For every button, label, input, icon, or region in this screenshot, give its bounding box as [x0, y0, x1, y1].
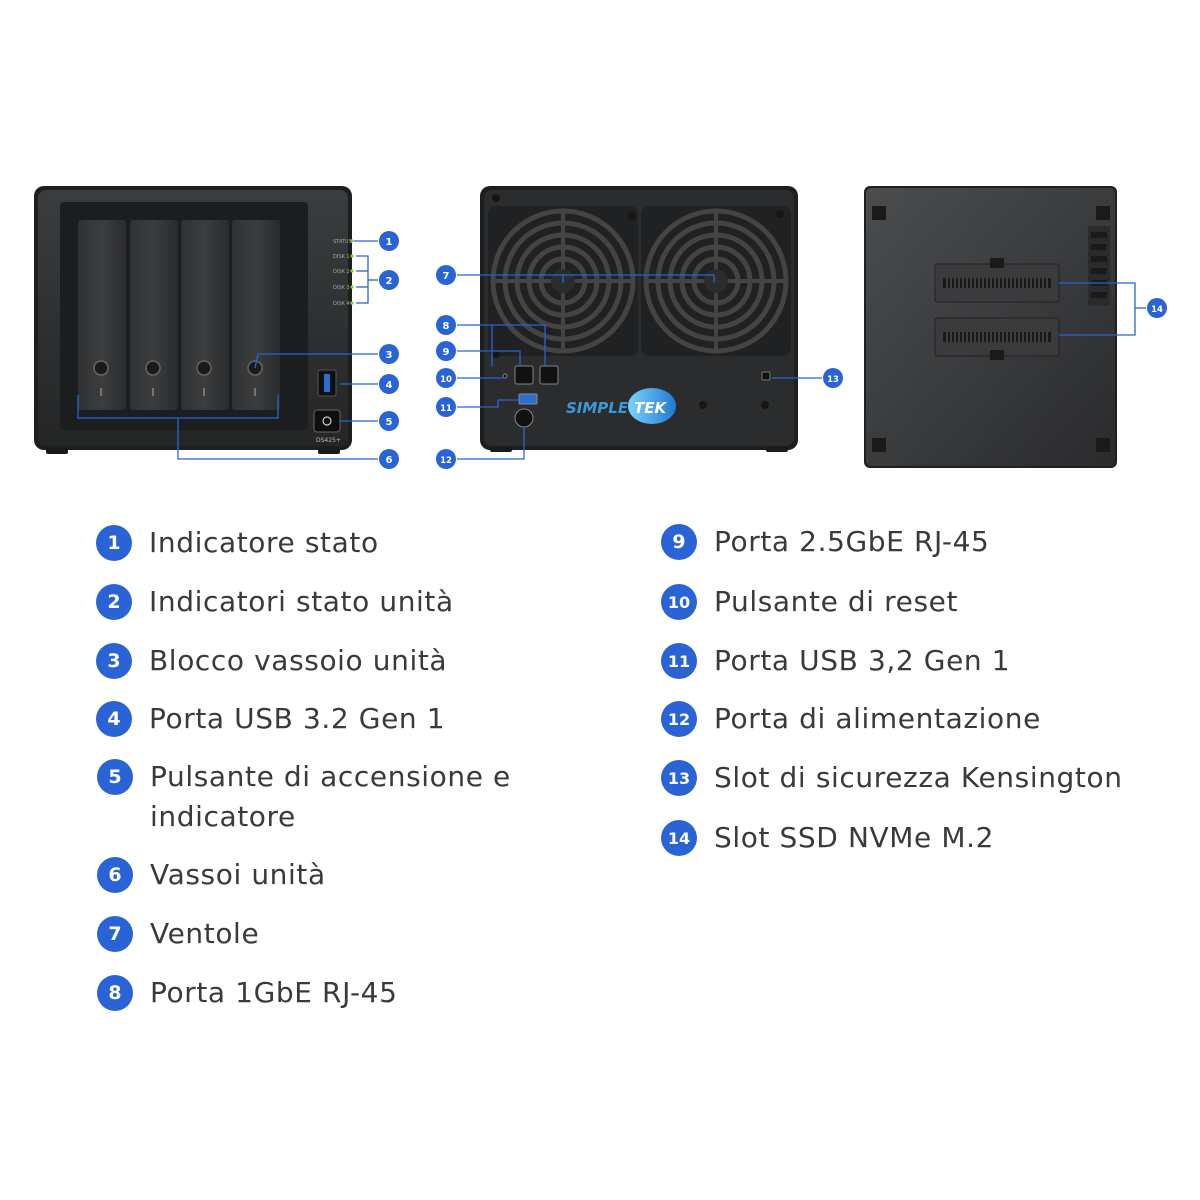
callout-14: 14 [1151, 305, 1163, 315]
callout-13: 13 [827, 375, 839, 385]
drive-trays [78, 220, 280, 410]
legend-label: Vassoi unità [150, 858, 326, 891]
callout-2: 2 [386, 276, 393, 287]
callout-11: 11 [440, 404, 452, 414]
legend-number: 12 [661, 701, 697, 737]
callout-6: 6 [386, 455, 393, 466]
back-view: SIMPLE TEK [457, 186, 822, 460]
callout-8: 8 [443, 321, 450, 332]
led-label-status: STATUS [333, 239, 352, 245]
legend-label: Porta 1GbE RJ-45 [150, 976, 398, 1009]
legend-label: Pulsante di reset [714, 585, 959, 618]
legend-item: 8 Porta 1GbE RJ-45 [97, 973, 398, 1013]
callout-4: 4 [386, 380, 393, 391]
brand-logo-part1: SIMPLE [566, 399, 629, 417]
legend-item: 10 Pulsante di reset [661, 582, 958, 622]
callout-1: 1 [386, 237, 393, 248]
legend-number: 9 [661, 524, 697, 560]
legend-label: Indicatore stato [149, 526, 379, 559]
legend-item: 5 Pulsante di accensione e indicatore [97, 757, 557, 837]
bottom-view [864, 186, 1146, 468]
legend-number: 7 [97, 916, 133, 952]
legend-number: 5 [97, 759, 133, 795]
callout-10: 10 [440, 375, 452, 385]
callout-9: 9 [443, 347, 450, 358]
legend-item: 2 Indicatori stato unità [96, 582, 454, 622]
legend-item: 6 Vassoi unità [97, 855, 326, 895]
legend-number: 13 [661, 760, 697, 796]
legend-number: 14 [661, 820, 697, 856]
callout-badges: 1 2 3 4 5 6 7 8 9 10 11 12 13 14 [379, 231, 1167, 469]
legend-number: 1 [96, 525, 132, 561]
legend-label: Blocco vassoio unità [149, 644, 448, 677]
legend-number: 8 [97, 975, 133, 1011]
legend-number: 11 [661, 643, 697, 679]
led-label-disk2: DISK 2 [333, 269, 350, 275]
legend-label: Indicatori stato unità [149, 585, 454, 618]
front-leds: STATUS DISK 1 DISK 2 DISK 3 DISK 4 [333, 239, 352, 307]
legend-number: 6 [97, 857, 133, 893]
fans [488, 206, 791, 356]
legend-item: 7 Ventole [97, 914, 259, 954]
legend-label: Ventole [150, 917, 260, 950]
front-view: STATUS DISK 1 DISK 2 DISK 3 DISK 4 DS425… [34, 186, 378, 460]
legend-number: 4 [96, 701, 132, 737]
legend-item: 9 Porta 2.5GbE RJ-45 [661, 522, 989, 562]
legend-label: Slot SSD NVMe M.2 [714, 821, 995, 854]
legend-item: 1 Indicatore stato [96, 523, 379, 563]
callout-5: 5 [386, 417, 393, 428]
device-figure: STATUS DISK 1 DISK 2 DISK 3 DISK 4 DS425… [34, 186, 1167, 469]
legend-number: 10 [661, 584, 697, 620]
legend-label: Porta USB 3.2 Gen 1 [149, 702, 446, 735]
legend-item: 12 Porta di alimentazione [661, 699, 1041, 739]
legend-item: 4 Porta USB 3.2 Gen 1 [96, 699, 445, 739]
legend-item: 11 Porta USB 3,2 Gen 1 [661, 641, 1010, 681]
led-label-disk4: DISK 4 [333, 301, 350, 307]
legend-label: Porta 2.5GbE RJ-45 [714, 525, 990, 558]
legend-label: Porta di alimentazione [714, 702, 1041, 735]
brand-logo-part2: TEK [634, 399, 667, 417]
legend-number: 2 [96, 584, 132, 620]
led-label-disk1: DISK 1 [333, 254, 350, 260]
legend-label: Slot di sicurezza Kensington [714, 761, 1123, 794]
brand-logo: SIMPLE TEK [566, 388, 676, 424]
callout-7: 7 [443, 271, 450, 282]
led-label-disk3: DISK 3 [333, 285, 350, 291]
callout-12: 12 [440, 456, 452, 466]
legend-label: Porta USB 3,2 Gen 1 [714, 644, 1011, 677]
legend-item: 14 Slot SSD NVMe M.2 [661, 818, 994, 858]
legend-label: Pulsante di accensione e indicatore [150, 760, 511, 833]
legend-number: 3 [96, 643, 132, 679]
legend-item: 13 Slot di sicurezza Kensington [661, 758, 1123, 798]
legend-item: 3 Blocco vassoio unità [96, 641, 447, 681]
callout-3: 3 [386, 350, 393, 361]
model-label: DS425+ [316, 437, 341, 444]
